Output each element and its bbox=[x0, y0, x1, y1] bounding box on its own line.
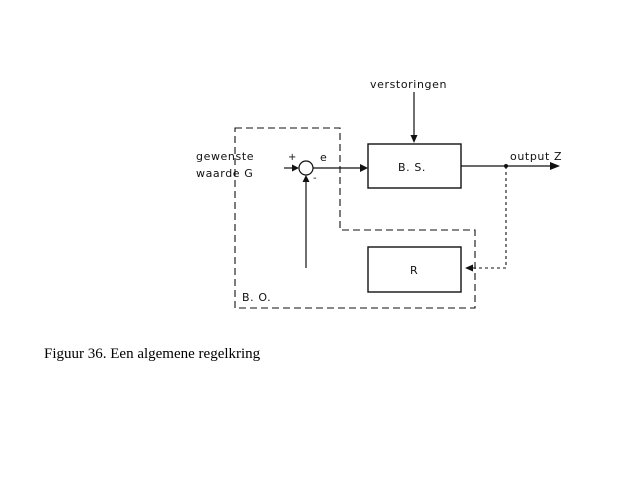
output-label: output Z bbox=[510, 150, 562, 163]
boundary-dashed-line bbox=[234, 127, 476, 309]
output-arrowhead bbox=[550, 162, 560, 170]
setpoint-arrowhead bbox=[292, 164, 299, 172]
setpoint-label-line2: waarde G bbox=[196, 167, 253, 180]
process-block-label: B. S. bbox=[398, 161, 426, 174]
controller-input-arrowhead bbox=[465, 264, 473, 272]
minus-sign: - bbox=[313, 173, 317, 184]
disturbances-label: verstoringen bbox=[370, 78, 447, 91]
controller-block bbox=[367, 246, 462, 293]
output-feedback-dotted-line bbox=[472, 166, 507, 269]
error-arrowhead bbox=[360, 164, 368, 172]
setpoint-label-line1: gewenste bbox=[196, 150, 254, 163]
feedback-arrowhead bbox=[302, 175, 310, 182]
summing-junction bbox=[298, 160, 314, 176]
plus-sign: + bbox=[288, 152, 296, 163]
figure-caption: Figuur 36. Een algemene regelkring bbox=[44, 346, 261, 362]
process-block bbox=[367, 143, 462, 189]
disturbance-arrowhead bbox=[410, 135, 418, 143]
controller-block-label: R bbox=[410, 264, 418, 277]
error-label: e bbox=[320, 151, 327, 164]
boundary-label: B. O. bbox=[242, 291, 271, 304]
